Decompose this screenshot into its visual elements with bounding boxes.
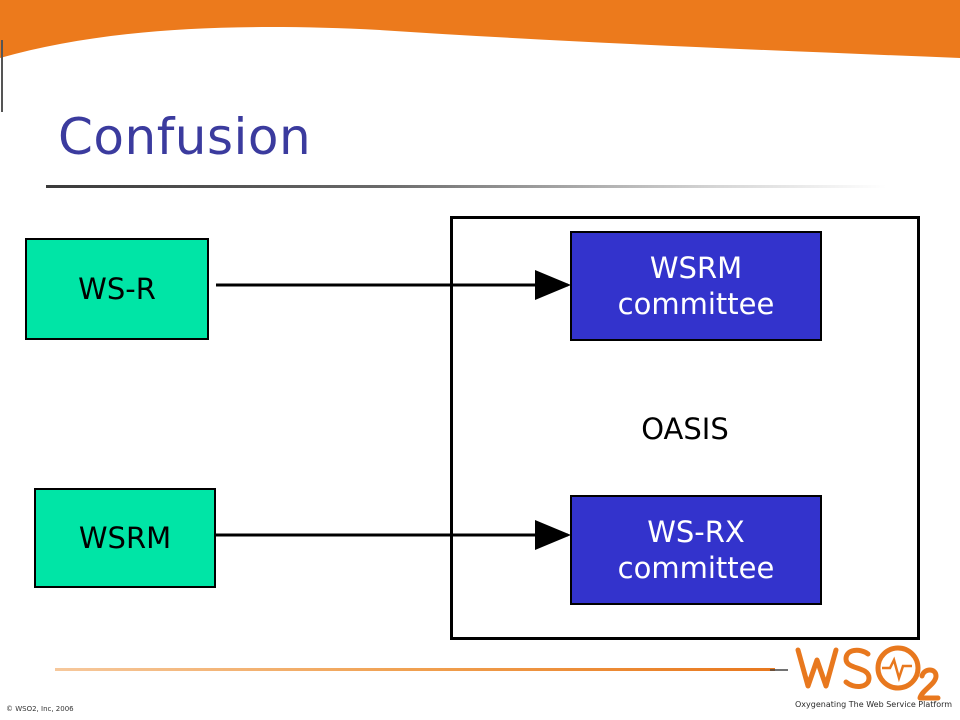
oasis-label: OASIS xyxy=(641,412,729,446)
node-wsrm: WSRM xyxy=(34,488,216,588)
slide-title: Confusion xyxy=(58,108,312,166)
oasis-group xyxy=(450,216,920,640)
node-ws-r-label: WS-R xyxy=(78,271,156,306)
node-wsrm-committee: WSRM committee xyxy=(570,231,822,341)
node-wsrm-label: WSRM xyxy=(78,520,172,555)
node-wsrm-committee-label: WSRM committee xyxy=(617,250,775,321)
title-underline xyxy=(46,185,886,188)
node-ws-rx-committee-label: WS-RX committee xyxy=(617,514,775,585)
copyright-text: © WSO2, Inc, 2006 xyxy=(6,705,74,713)
node-ws-r: WS-R xyxy=(25,238,209,340)
logo-tagline: Oxygenating The Web Service Platform xyxy=(795,700,953,709)
node-ws-rx-committee: WS-RX committee xyxy=(570,495,822,605)
wso2-logo xyxy=(770,645,941,701)
header-banner xyxy=(0,0,960,112)
footer-rule xyxy=(55,668,775,671)
